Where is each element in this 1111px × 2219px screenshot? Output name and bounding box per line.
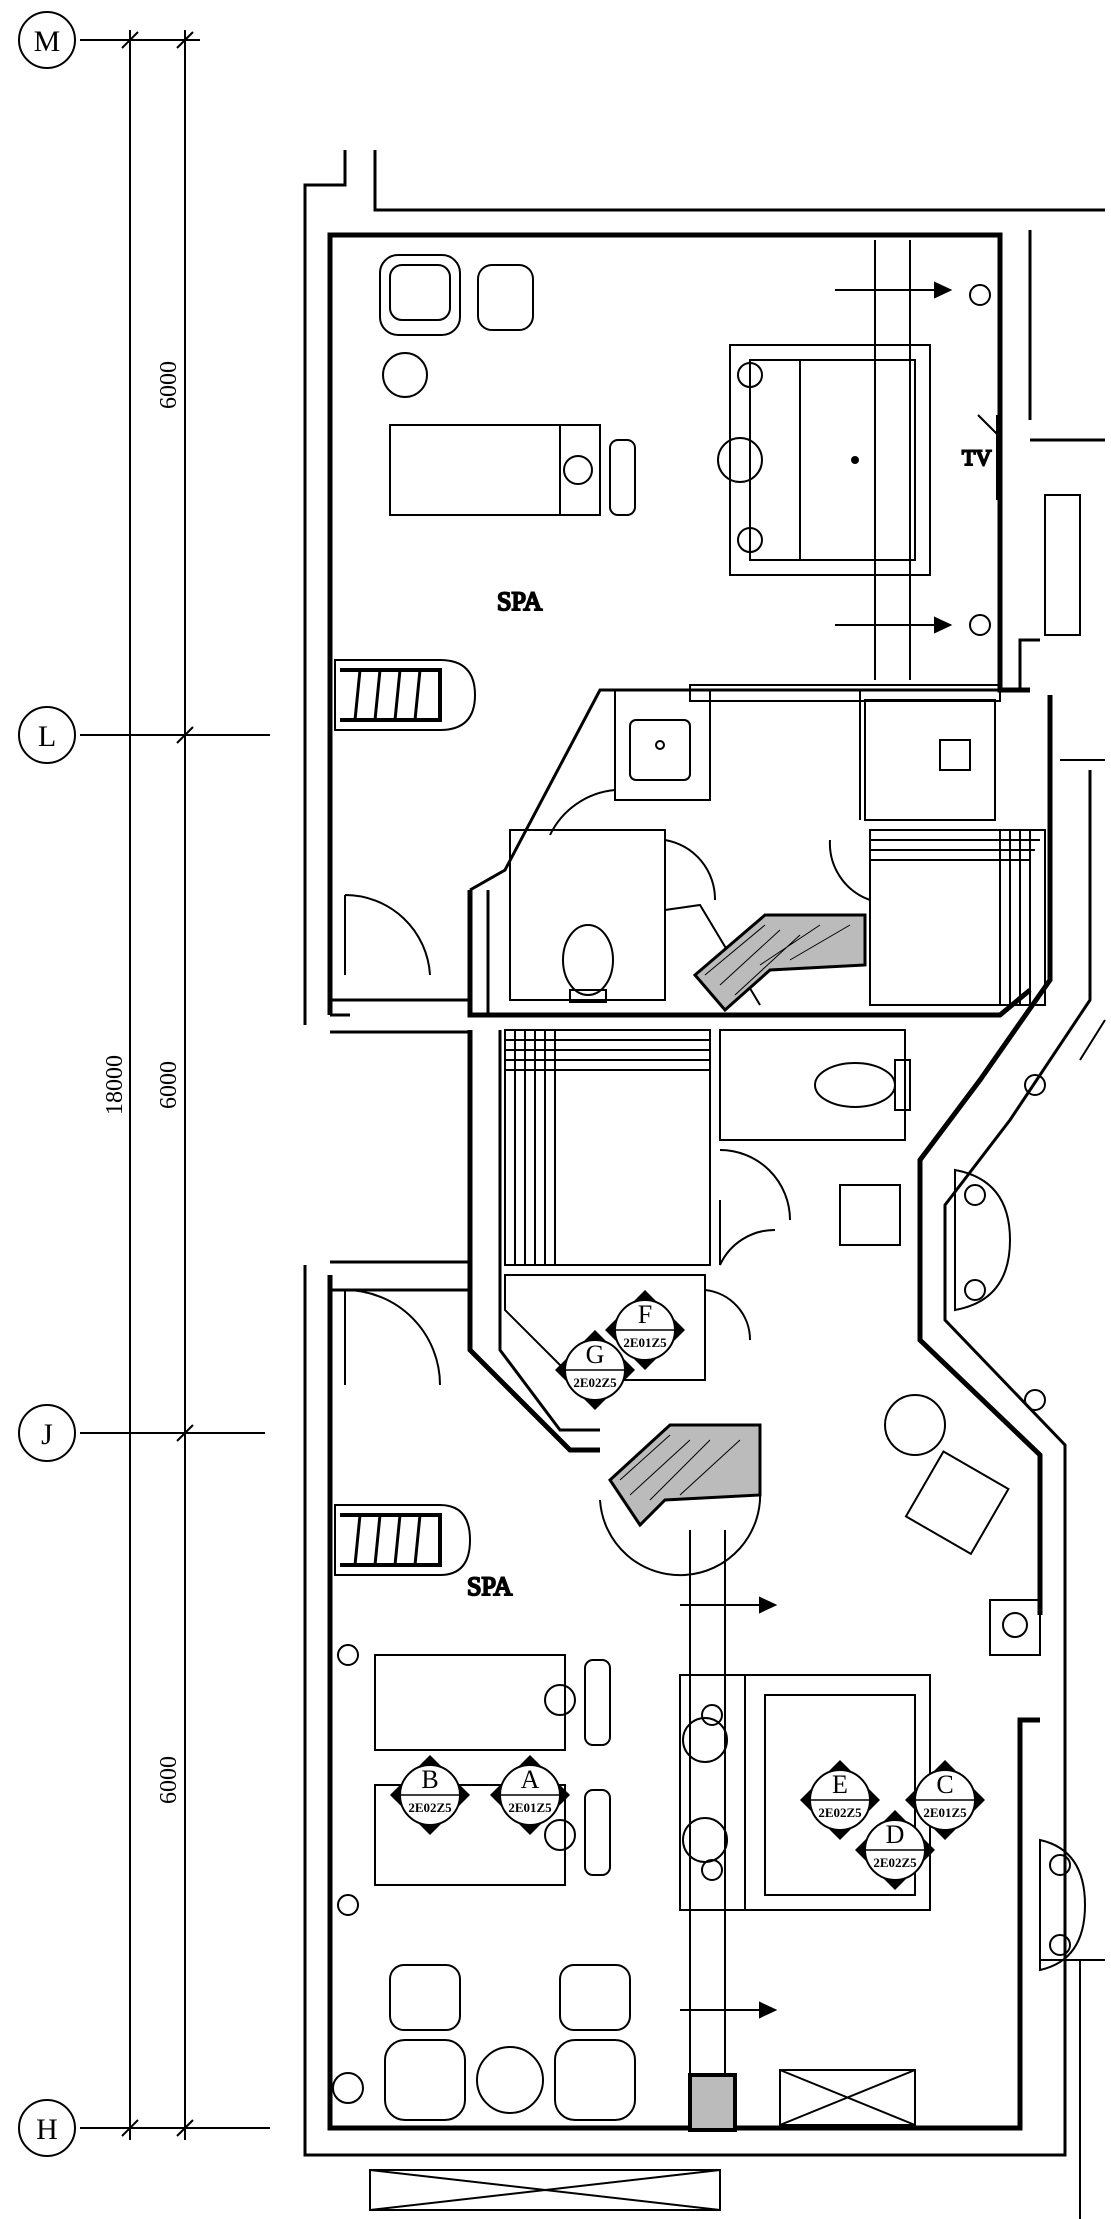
elevation-tag-a: A 2E01Z5 <box>490 1755 570 1835</box>
dimension-segment-3: 6000 <box>156 1756 182 1804</box>
tag-code-f: 2E01Z5 <box>623 1335 667 1350</box>
grid-label-m: M <box>34 25 61 58</box>
grid-bubble-l: L <box>18 706 76 764</box>
tag-code-b: 2E02Z5 <box>408 1800 452 1815</box>
hatched-column <box>692 913 867 1013</box>
tag-code-c: 2E01Z5 <box>923 1805 967 1820</box>
tv-label: TV <box>962 445 991 470</box>
central-wet-area <box>504 1029 1087 1972</box>
dimension-total: 18000 <box>102 1055 128 1115</box>
side-table <box>382 352 428 398</box>
grid-label-h: H <box>36 2113 58 2146</box>
dimension-lines <box>80 30 270 2140</box>
room-label-lower: SPA <box>467 1572 513 1601</box>
elevation-tag-f: F 2E01Z5 <box>605 1290 685 1370</box>
tag-code-e: 2E02Z5 <box>818 1805 862 1820</box>
elevation-tag-d: D 2E02Z5 <box>855 1810 935 1890</box>
tag-letter-b: B <box>421 1765 438 1794</box>
elevation-tag-e: E 2E02Z5 <box>800 1760 880 1840</box>
elevation-tag-c: C 2E01Z5 <box>905 1760 985 1840</box>
tag-code-d: 2E02Z5 <box>873 1855 917 1870</box>
door-swing-upper <box>344 893 431 976</box>
tag-letter-e: E <box>832 1770 848 1799</box>
door-swing-lower <box>344 1289 441 1386</box>
vanity-sink-upper <box>717 362 763 553</box>
upper-spa-room: TV SPA <box>334 240 1000 976</box>
walls <box>303 150 1105 2157</box>
upper-bathroom <box>509 684 1046 1013</box>
grid-label-j: J <box>41 1418 53 1451</box>
dimension-segment-1: 6000 <box>156 361 182 409</box>
locker-cabinet <box>334 659 477 731</box>
grid-label-l: L <box>38 720 56 753</box>
tag-code-g: 2E02Z5 <box>573 1375 617 1390</box>
grid-bubble-j: J <box>18 1404 76 1462</box>
dimension-segment-2: 6000 <box>156 1061 182 1109</box>
tag-letter-f: F <box>638 1300 652 1329</box>
elevation-tag-g: G 2E02Z5 <box>555 1330 635 1410</box>
massage-bed <box>389 424 636 516</box>
hatched-column-mid <box>608 1423 762 1528</box>
grid-bubble-h: H <box>18 2099 76 2157</box>
tag-letter-a: A <box>521 1765 540 1794</box>
tag-letter-c: C <box>936 1770 953 1799</box>
tag-code-a: 2E01Z5 <box>508 1800 552 1815</box>
room-label-upper: SPA <box>497 587 543 616</box>
tv-unit <box>977 414 1000 500</box>
tag-letter-g: G <box>586 1340 605 1369</box>
exterior-edge <box>1040 494 1106 2219</box>
bathtub <box>729 344 931 576</box>
grid-bubble-m: M <box>18 11 76 69</box>
armchair <box>379 254 461 336</box>
ottoman <box>477 264 534 331</box>
lower-spa-room: SPA <box>332 1289 931 2211</box>
tag-letter-d: D <box>886 1820 905 1849</box>
corridor-arrows-upper <box>835 240 953 680</box>
elevation-tag-b: B 2E02Z5 <box>390 1755 470 1835</box>
